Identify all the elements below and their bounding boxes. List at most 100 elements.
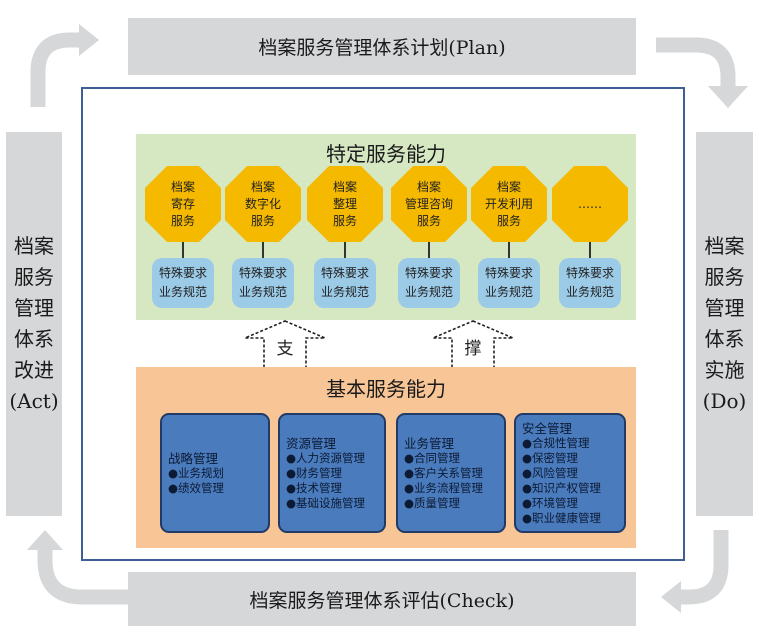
connector-line bbox=[428, 242, 430, 258]
service-column: 档案 整理 服务 特殊要求 业务规范 bbox=[305, 166, 385, 308]
service-octagon: 档案 整理 服务 bbox=[307, 166, 383, 242]
spec-pill: 特殊要求 业务规范 bbox=[232, 258, 294, 308]
connector-line bbox=[344, 242, 346, 258]
group-item: ●职业健康管理 bbox=[522, 510, 602, 525]
spec-line: 业务规范 bbox=[484, 285, 533, 299]
specific-capability-panel: 特定服务能力 bbox=[136, 134, 636, 320]
do-label-line: 管理 bbox=[704, 296, 745, 320]
service-line: 档案 bbox=[496, 179, 521, 194]
spec-line: 业务规范 bbox=[404, 285, 453, 299]
act-to-plan-arrow-shaft bbox=[30, 32, 80, 107]
plan-label: 档案服务管理体系计划(Plan) bbox=[258, 37, 506, 59]
do-label-line: 档案 bbox=[704, 234, 745, 258]
check-to-act-arrow-head bbox=[27, 530, 63, 550]
service-line: 开发利用 bbox=[484, 196, 533, 211]
service-line: …… bbox=[578, 196, 602, 211]
service-column: 档案 开发利用 服务 特殊要求 业务规范 bbox=[469, 166, 549, 308]
group-item: ●技术管理 bbox=[286, 480, 343, 495]
group-item: ●业务流程管理 bbox=[404, 480, 484, 495]
group-item: ●环境管理 bbox=[522, 495, 579, 510]
act-bar: 档案 服务 管理 体系 改进 (Act) bbox=[6, 132, 62, 516]
support-char: 撑 bbox=[464, 339, 482, 359]
support-char: 支 bbox=[276, 339, 294, 359]
spec-line: 特殊要求 bbox=[484, 266, 533, 280]
service-column: 档案 管理咨询 服务 特殊要求 业务规范 bbox=[389, 166, 469, 308]
group-item: ●客户关系管理 bbox=[404, 465, 484, 480]
act-label-line: 档案 bbox=[14, 234, 54, 258]
service-line: 服务 bbox=[170, 213, 195, 228]
service-line: 服务 bbox=[250, 213, 275, 228]
group-title: 战略管理 bbox=[168, 450, 219, 466]
group-item: ●风险管理 bbox=[522, 465, 579, 480]
spec-line: 特殊要求 bbox=[238, 266, 287, 280]
connector-line bbox=[182, 242, 184, 258]
spec-pill: 特殊要求 业务规范 bbox=[398, 258, 460, 308]
business-management-box: 业务管理 ●合同管理 ●客户关系管理 ●业务流程管理 ●质量管理 bbox=[396, 413, 506, 533]
do-to-check-arrow-shaft bbox=[679, 530, 729, 605]
spec-line: 业务规范 bbox=[565, 285, 614, 299]
group-item: ●业务规划 bbox=[168, 465, 225, 480]
do-to-check-arrow-head bbox=[661, 581, 681, 613]
resource-management-box: 资源管理 ●人力资源管理 ●财务管理 ●技术管理 ●基础设施管理 bbox=[278, 413, 386, 533]
act-label-line: 体系 bbox=[14, 327, 54, 351]
group-item: ●基础设施管理 bbox=[286, 495, 366, 510]
service-line: 数字化 bbox=[244, 196, 281, 211]
group-title: 安全管理 bbox=[522, 420, 573, 436]
connector-line bbox=[508, 242, 510, 258]
connector-line bbox=[589, 242, 591, 258]
security-management-box: 安全管理 ●合规性管理 ●保密管理 ●风险管理 ●知识产权管理 ●环境管理 ●职… bbox=[514, 413, 626, 533]
support-arrow-right-icon bbox=[432, 320, 514, 369]
do-label-line: (Do) bbox=[702, 389, 747, 413]
act-label-line: 管理 bbox=[14, 296, 54, 320]
spec-line: 业务规范 bbox=[320, 285, 369, 299]
service-octagon: 档案 数字化 服务 bbox=[225, 166, 301, 242]
service-line: 档案 bbox=[250, 179, 275, 194]
support-arrow-left-icon bbox=[244, 320, 326, 369]
spec-line: 业务规范 bbox=[158, 285, 207, 299]
act-label-line: 服务 bbox=[14, 265, 54, 289]
service-line: 档案 bbox=[332, 179, 357, 194]
spec-line: 特殊要求 bbox=[158, 266, 207, 280]
plan-bar: 档案服务管理体系计划(Plan) bbox=[128, 18, 636, 75]
connector-line bbox=[262, 242, 264, 258]
service-column: 档案 寄存 服务 特殊要求 业务规范 bbox=[143, 166, 223, 308]
group-title: 业务管理 bbox=[404, 435, 455, 451]
group-item: ●合规性管理 bbox=[522, 435, 590, 450]
act-label-line: 改进 bbox=[14, 358, 54, 382]
act-label-line: (Act) bbox=[9, 389, 59, 413]
spec-pill: 特殊要求 业务规范 bbox=[478, 258, 540, 308]
group-item: ●保密管理 bbox=[522, 450, 579, 465]
spec-line: 特殊要求 bbox=[404, 266, 453, 280]
service-line: 寄存 bbox=[170, 196, 195, 211]
service-line: 服务 bbox=[496, 213, 521, 228]
group-item: ●合同管理 bbox=[404, 450, 461, 465]
do-label-line: 服务 bbox=[704, 265, 745, 289]
specific-capability-title: 特定服务能力 bbox=[326, 142, 446, 166]
spec-line: 特殊要求 bbox=[565, 266, 614, 280]
service-octagon: 档案 寄存 服务 bbox=[145, 166, 221, 242]
spec-pill: 特殊要求 业务规范 bbox=[152, 258, 214, 308]
group-item: ●知识产权管理 bbox=[522, 480, 602, 495]
do-label-line: 体系 bbox=[704, 327, 745, 351]
service-line: 管理咨询 bbox=[404, 196, 453, 211]
service-column: …… 特殊要求 业务规范 bbox=[550, 166, 630, 308]
service-line: 整理 bbox=[332, 196, 357, 211]
strategy-management-box: 战略管理 ●业务规划 ●绩效管理 bbox=[160, 413, 270, 533]
group-item: ●质量管理 bbox=[404, 495, 461, 510]
service-line: 档案 bbox=[416, 179, 441, 194]
service-octagon: …… bbox=[552, 166, 628, 242]
group-title: 资源管理 bbox=[286, 435, 337, 451]
check-to-act-arrow-shaft bbox=[37, 548, 128, 605]
plan-to-do-arrow-shaft bbox=[656, 37, 736, 88]
check-label: 档案服务管理体系评估(Check) bbox=[249, 589, 515, 612]
group-item: ●人力资源管理 bbox=[286, 450, 366, 465]
service-octagon: 档案 开发利用 服务 bbox=[471, 166, 547, 242]
act-to-plan-arrow-head bbox=[79, 24, 99, 56]
service-line: 档案 bbox=[170, 179, 195, 194]
basic-capability-title: 基本服务能力 bbox=[326, 377, 446, 401]
spec-pill: 特殊要求 业务规范 bbox=[314, 258, 376, 308]
service-line: 服务 bbox=[416, 213, 441, 228]
service-line: 服务 bbox=[332, 213, 357, 228]
plan-to-do-arrow-head bbox=[708, 86, 748, 108]
